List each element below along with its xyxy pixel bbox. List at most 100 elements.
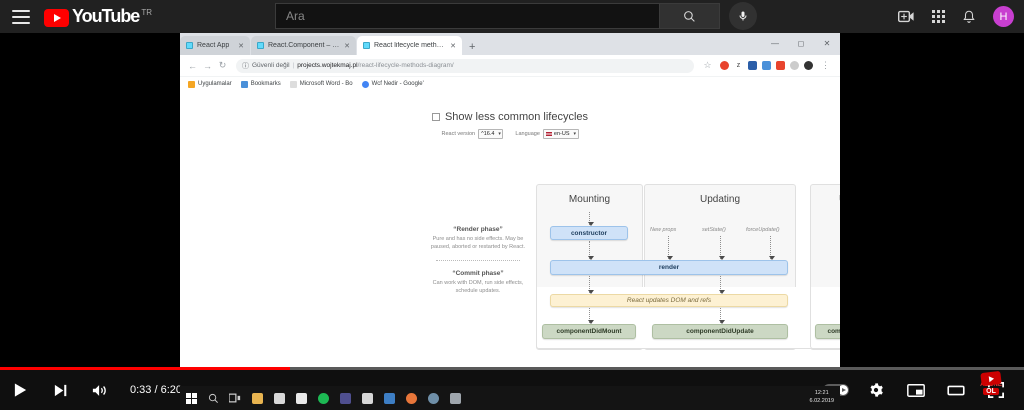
browser-tab[interactable]: React.Component – React ✕ [251, 36, 356, 55]
extension-icon[interactable] [776, 61, 785, 70]
extension-icon[interactable] [762, 61, 771, 70]
file-explorer-icon[interactable] [246, 387, 268, 409]
reload-icon[interactable]: ↻ [218, 60, 227, 70]
microphone-icon [739, 11, 747, 21]
arrow-dom-to-cdu [718, 308, 725, 324]
subscribe-line2: OL [983, 387, 999, 395]
arrow-to-constructor [587, 212, 594, 226]
extension-icon[interactable] [748, 61, 757, 70]
tab-title: React lifecycle methods diagram [374, 42, 447, 49]
bookmark-item[interactable]: Bookmarks [240, 80, 281, 88]
clock-time: 12:21 [814, 390, 829, 396]
close-icon[interactable]: ✕ [238, 42, 244, 50]
terminal-icon[interactable] [356, 387, 378, 409]
start-button[interactable] [180, 387, 202, 409]
bookmark-item[interactable]: Uygulamalar [188, 80, 232, 88]
search-placeholder: Ara [286, 9, 305, 23]
info-icon[interactable]: ⓘ [242, 62, 249, 70]
page-content: Show less common lifecycles React versio… [180, 91, 840, 370]
create-video-icon[interactable] [898, 10, 915, 23]
star-icon [240, 80, 248, 88]
trigger-setstate: setState() [702, 227, 726, 233]
taskbar-search-icon[interactable] [202, 387, 224, 409]
volume-icon [92, 384, 106, 396]
render-phase-title: “Render phase” [453, 226, 503, 233]
vscode-icon[interactable] [334, 387, 356, 409]
react-version-label: React version [441, 131, 476, 137]
visual-studio-icon[interactable] [378, 387, 400, 409]
chrome-icon[interactable] [400, 387, 422, 409]
react-favicon [186, 42, 193, 49]
mail-icon[interactable] [290, 387, 312, 409]
avatar[interactable]: H [993, 6, 1014, 27]
browser-tab-active[interactable]: React lifecycle methods diagram ✕ [357, 36, 462, 55]
search-button[interactable] [660, 3, 720, 29]
video-progress-bar[interactable] [0, 367, 1024, 370]
browser-tab[interactable]: React App ✕ [180, 36, 250, 55]
forward-icon[interactable]: → [203, 60, 212, 71]
extension-icon[interactable] [720, 61, 729, 70]
search-input[interactable]: Ara [275, 3, 660, 29]
new-tab-button[interactable]: + [469, 41, 476, 53]
extension-icon[interactable] [790, 61, 799, 70]
miniplayer-icon[interactable] [896, 370, 936, 410]
extension-icon[interactable]: z [734, 61, 743, 70]
bookmark-item[interactable]: Wcf Nedir - Google' [361, 80, 424, 88]
profile-icon[interactable] [804, 61, 813, 70]
taskbar-clock[interactable]: 12:21 6.02.2019 [810, 389, 834, 405]
show-less-common-checkbox[interactable] [431, 113, 440, 121]
settings-gear-icon[interactable] [856, 370, 896, 410]
next-video-button[interactable] [40, 370, 80, 410]
language-select[interactable]: en-US [542, 129, 579, 139]
apps-grid-icon[interactable] [932, 10, 945, 23]
time-display: 0:33 / 6:20 [130, 384, 182, 396]
store-icon[interactable] [268, 387, 290, 409]
browser-window: React App ✕ React.Component – React ✕ Re… [180, 33, 840, 370]
node-component-did-mount[interactable]: componentDidMount [542, 324, 636, 339]
node-react-updates-dom[interactable]: React updates DOM and refs [550, 294, 788, 307]
task-view-icon[interactable] [224, 387, 246, 409]
youtube-country-code: TR [141, 7, 152, 17]
node-component-will-unmount[interactable]: componentWillUnmount [815, 324, 840, 339]
active-app-icon[interactable] [444, 387, 466, 409]
notifications-bell-icon[interactable] [962, 9, 976, 24]
phase-labels: “Render phase” Pure and has no side effe… [430, 226, 526, 295]
close-icon[interactable]: ✕ [450, 42, 456, 50]
voice-search-button[interactable] [729, 2, 757, 30]
close-icon[interactable]: ✕ [344, 42, 350, 50]
volume-button[interactable] [80, 370, 120, 410]
browser-menu-icon[interactable]: ⋮ [821, 60, 830, 70]
back-icon[interactable]: ← [188, 60, 197, 71]
video-stage[interactable]: React App ✕ React.Component – React ✕ Re… [0, 33, 1024, 395]
address-bar[interactable]: ⓘ Güvenli değil | projects.wojtekmaj.pl … [236, 58, 694, 73]
node-constructor[interactable]: constructor [550, 226, 628, 240]
spotify-icon[interactable] [312, 387, 334, 409]
menu-hamburger-icon[interactable] [12, 9, 30, 24]
theater-mode-icon[interactable] [936, 370, 976, 410]
trigger-new-props: New props [650, 227, 677, 233]
language-control: Language en-US [515, 129, 579, 139]
react-version-select[interactable]: ^16.4 [478, 129, 504, 139]
youtube-logo[interactable]: YouTube TR [44, 6, 152, 27]
arrow-dom-to-cdm [587, 308, 594, 324]
bookmark-item[interactable]: Microsoft Word - Bo [289, 80, 353, 88]
arrow-render-to-dom-updating [718, 276, 725, 294]
node-component-did-update[interactable]: componentDidUpdate [652, 324, 788, 339]
us-flag-icon [545, 131, 552, 136]
close-window-button[interactable]: ✕ [823, 38, 831, 48]
bookmark-star-icon[interactable]: ☆ [703, 60, 712, 70]
window-controls: — ◻ ✕ [762, 33, 840, 53]
location-app-icon[interactable] [422, 387, 444, 409]
maximize-button[interactable]: ◻ [797, 38, 805, 48]
play-button[interactable] [0, 370, 40, 410]
node-render[interactable]: render [550, 260, 788, 275]
subscribe-watermark[interactable]: ABONE OL [972, 368, 1010, 398]
minimize-button[interactable]: — [771, 38, 779, 48]
play-icon [14, 383, 26, 397]
bookmarks-bar: Uygulamalar Bookmarks Microsoft Word - B… [180, 77, 840, 92]
browser-tab-strip: React App ✕ React.Component – React ✕ Re… [180, 33, 840, 55]
arrow-render-to-dom [587, 276, 594, 294]
column-heading: Mounting [568, 194, 611, 205]
commit-phase-body: Can work with DOM, run side effects, sch… [432, 280, 524, 294]
